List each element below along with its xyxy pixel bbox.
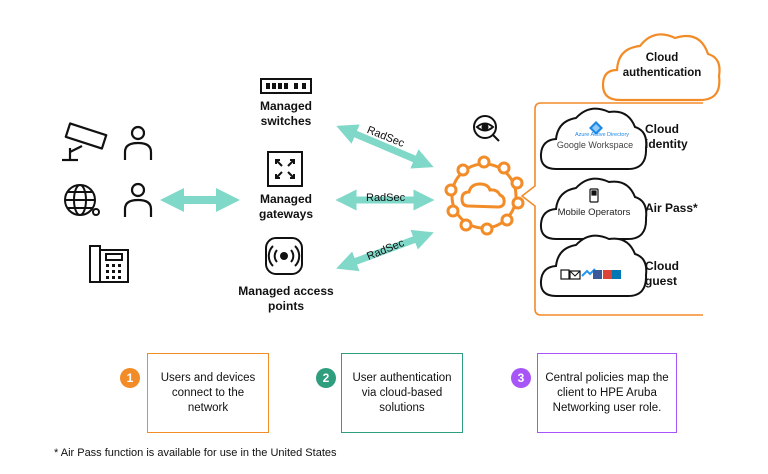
access-points-label: Managed access points [238, 284, 334, 313]
cloud-auth-label: Cloud authentication [622, 52, 702, 79]
cloud-auth-shape [601, 33, 721, 102]
radsec-arrow-bottom [336, 229, 434, 272]
radsec-arrow-top [336, 124, 434, 169]
globe-icon [64, 184, 100, 216]
user-icon [123, 125, 153, 160]
air-pass-label: Air Pass* [645, 201, 698, 215]
step-1-box: Users and devices connect to the network [147, 353, 269, 433]
radsec-label-middle: RadSec [366, 192, 406, 204]
network-hub-icon [444, 155, 525, 236]
search-eye-icon [473, 115, 500, 142]
switch-icon [260, 78, 312, 94]
services-bracket [520, 102, 703, 316]
user-icon [123, 182, 153, 217]
cloud-identity-label: Cloud identity [645, 122, 688, 151]
camera-icon [62, 122, 108, 162]
cloud-identity-shape [539, 107, 648, 170]
mobile-phone-icon [589, 188, 599, 203]
azure-logo-icon [589, 121, 603, 135]
step-3-box: Central policies map the client to HPE A… [537, 353, 677, 433]
azure-text: Azure Active Directory [574, 132, 630, 138]
gateways-label: Managed gateways [258, 192, 314, 221]
step-2-badge: 2 [316, 368, 336, 388]
switches-label: Managed switches [259, 99, 312, 128]
cloud-airpass-shape [539, 177, 648, 240]
cloud-guest-label: Cloud guest [645, 259, 679, 288]
step-3-badge: 3 [511, 368, 531, 388]
mobile-operators-text: Mobile Operators [557, 207, 631, 218]
footnote: * Air Pass function is available for use… [54, 447, 337, 459]
google-workspace-text: Google Workspace [556, 140, 634, 150]
gateway-icon [267, 151, 303, 187]
step-2-box: User authentication via cloud-based solu… [341, 353, 463, 433]
phone-icon [89, 245, 129, 283]
step-1-badge: 1 [120, 368, 140, 388]
social-login-icons [560, 268, 621, 280]
access-point-icon [265, 237, 303, 275]
cloud-guest-shape [539, 234, 648, 297]
